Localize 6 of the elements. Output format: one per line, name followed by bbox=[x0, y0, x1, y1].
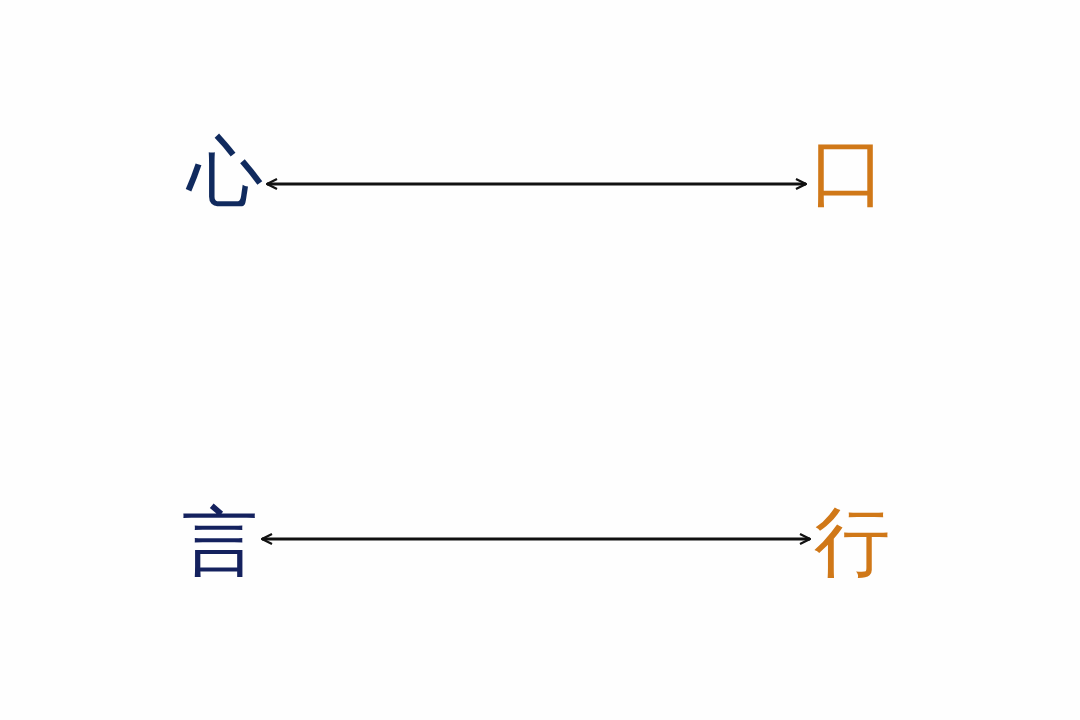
character-label: 行 bbox=[814, 504, 890, 580]
character-label: 言 bbox=[182, 504, 258, 580]
double-arrow bbox=[265, 177, 808, 191]
double-arrow bbox=[260, 532, 812, 546]
character-label: 心 bbox=[187, 134, 263, 210]
character-label: 口 bbox=[810, 134, 886, 210]
